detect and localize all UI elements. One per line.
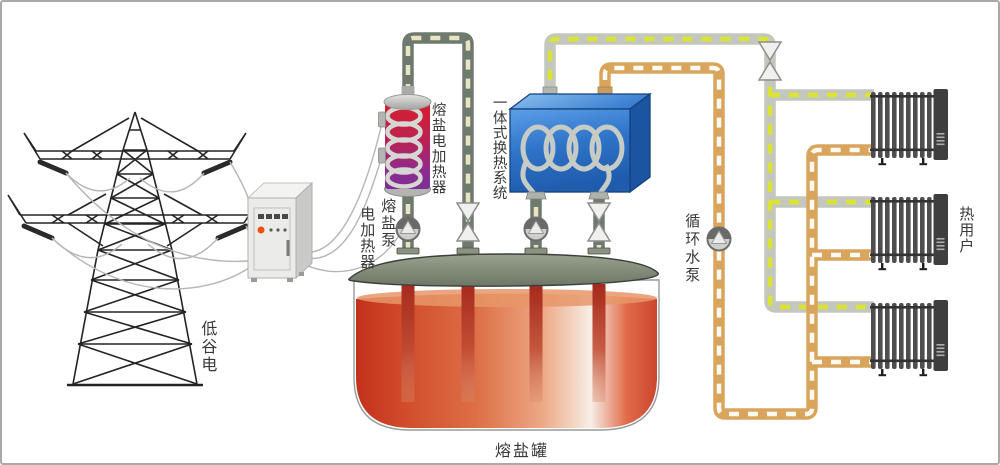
label-exchanger: 一体式换热系统 — [490, 95, 507, 200]
insulator-lower-right — [215, 223, 249, 241]
cabinet-power-button — [257, 226, 265, 234]
radiator-1 — [870, 89, 948, 166]
valve-heater-loop — [456, 202, 480, 242]
cabinet-display — [266, 214, 272, 219]
heater-terminal — [378, 111, 386, 128]
tank-dip-tube — [529, 284, 543, 402]
tank-dip-tube — [401, 284, 415, 402]
valve-exchanger-line — [587, 202, 611, 242]
cabinet-display — [274, 214, 280, 219]
radiator-2 — [870, 194, 948, 271]
label-heater: 熔盐电加热器 — [429, 102, 446, 195]
control-cabinet — [246, 181, 314, 282]
label-heat-users: 热用户 — [957, 206, 974, 254]
transmission-tower — [7, 111, 263, 387]
tank-nozzle-flanges — [396, 247, 611, 255]
molten-salt-electric-heater — [378, 86, 432, 197]
insulator-upper-left — [37, 159, 69, 176]
radiator-3 — [870, 300, 948, 377]
heater-terminal — [378, 147, 386, 164]
insulator-lower-left — [21, 223, 55, 241]
label-electric-heater: 电加热器 — [358, 206, 375, 270]
exchanger-salt-pump — [523, 216, 549, 242]
circulation-water-pump — [706, 226, 732, 252]
label-tank: 熔盐罐 — [494, 443, 549, 460]
tank-dip-tube — [592, 284, 606, 402]
tank-dip-tube — [461, 284, 475, 402]
cabinet-display — [258, 214, 264, 219]
molten-salt-tank — [348, 247, 660, 431]
valve-supply-line — [758, 41, 782, 81]
cabinet-vent-slot — [286, 240, 290, 256]
label-grid-power: 低谷电 — [198, 320, 216, 374]
cabinet-display — [282, 214, 288, 219]
power-cables — [51, 122, 404, 290]
label-circulation-pump: 循环水泵 — [683, 213, 700, 285]
molten-salt-fill — [356, 293, 657, 428]
tank-lid — [348, 253, 660, 287]
label-salt-pump: 熔盐泵 — [379, 198, 396, 249]
insulator-upper-right — [201, 159, 233, 176]
heat-exchanger — [508, 86, 652, 200]
molten-salt-pump — [395, 216, 421, 242]
